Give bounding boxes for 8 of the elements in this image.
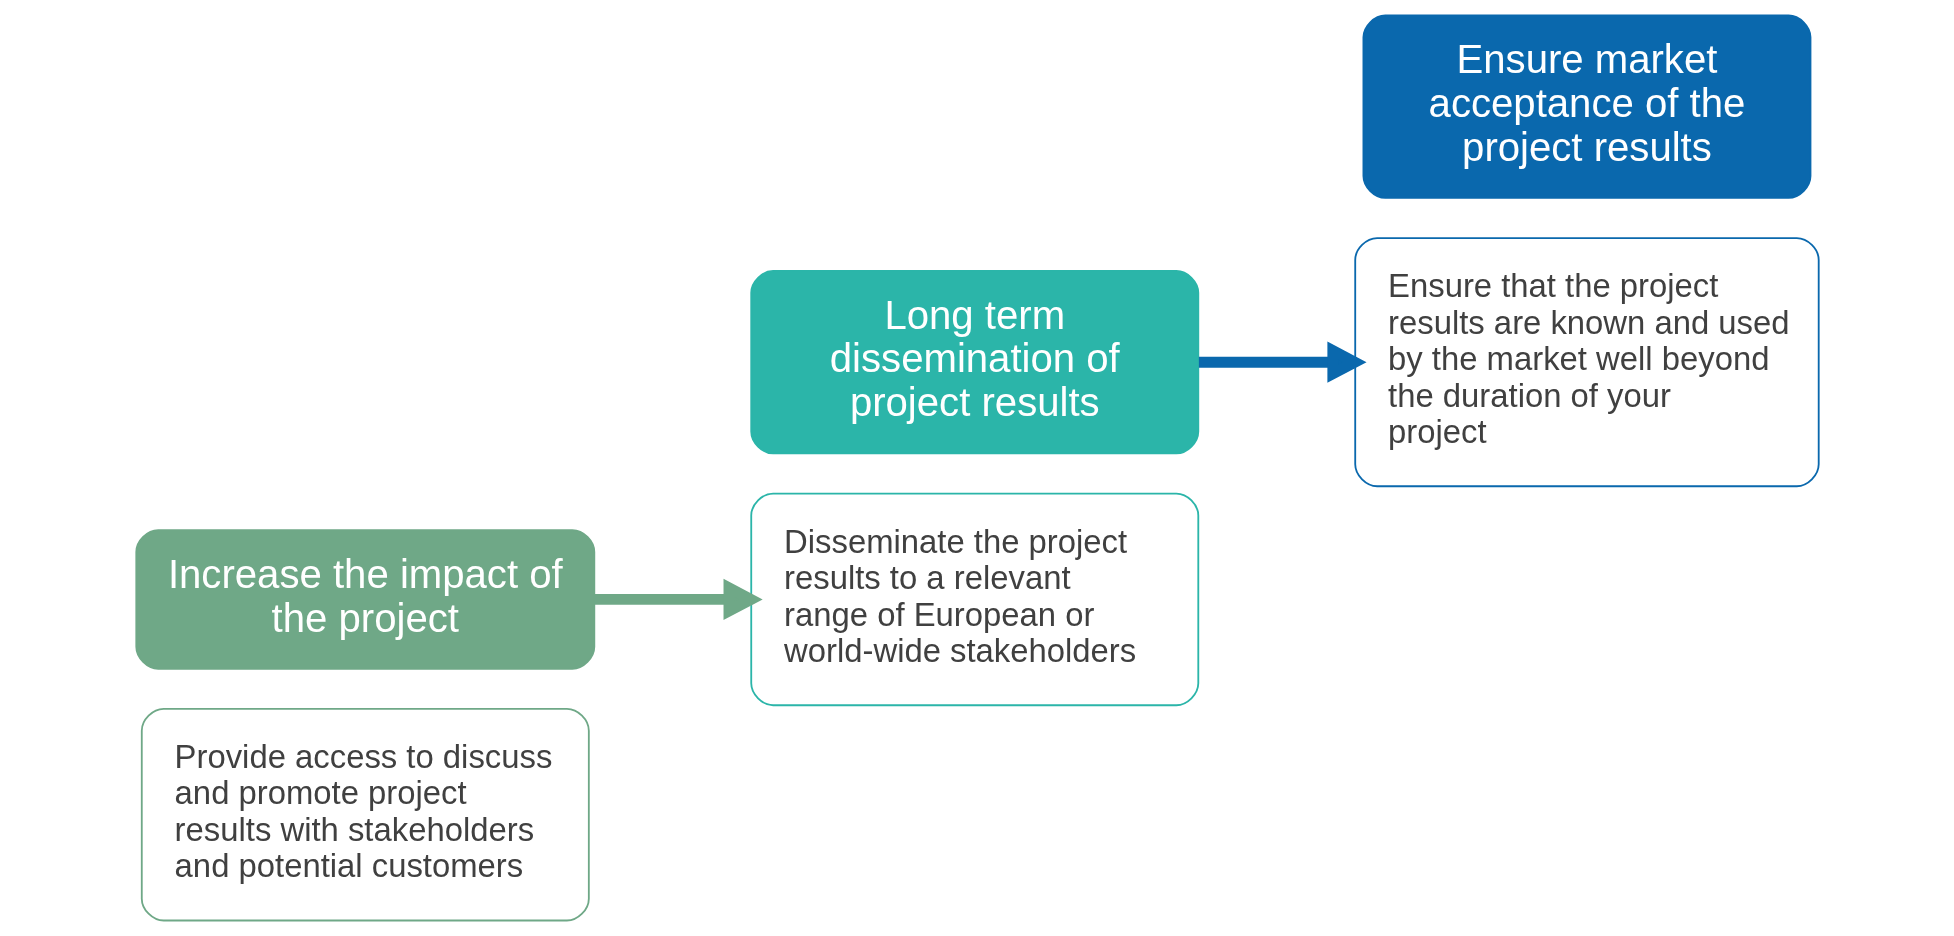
node-box: Provide access to discuss and promote project results with stakeholders and potential customers xyxy=(140,707,590,922)
arrow xyxy=(1198,341,1367,383)
arrow xyxy=(593,578,763,620)
node-box: Increase the impact of the project xyxy=(134,529,595,670)
node-box: Disseminate the project results to a relevant range of European or world-wide stakeholders xyxy=(749,492,1199,707)
node-box: Ensure that the project results are known and used by the market well beyond the duration of your project xyxy=(1353,237,1820,488)
node-box: Long term dissemination of project results xyxy=(749,270,1199,455)
node-box: Ensure market acceptance of the project results xyxy=(1362,14,1811,199)
